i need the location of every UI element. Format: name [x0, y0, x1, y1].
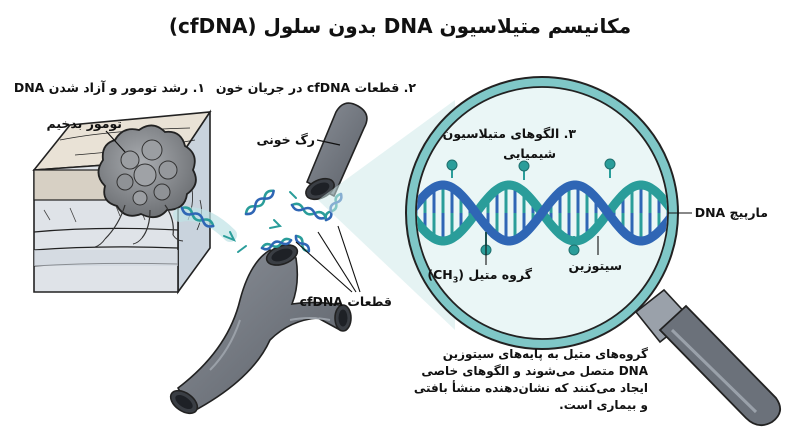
fragments-pointers: [295, 225, 361, 293]
tumor-pointer: [105, 130, 126, 153]
step-1-label: ۱. رشد تومور و آزاد شدن DNA: [13, 80, 205, 95]
tumor-label: تومور بدخیم: [46, 116, 122, 131]
helix-label: مارپیچ DNA: [694, 205, 768, 220]
step-3-label-line2: شیمیایی: [503, 146, 556, 161]
cfdna-fragments: [173, 189, 343, 253]
tumor-icon: [94, 124, 197, 248]
description-line-3: ایجاد می‌کنند که نشان‌دهنده منشأ بافتی: [413, 381, 648, 395]
cytosine-label: سیتوزین: [568, 258, 622, 273]
methyl-group-marker: [604, 158, 616, 170]
description-line-2: DNA متصل می‌شوند و الگوهای خاصی: [421, 364, 648, 378]
vessel-label: رگ خونی: [256, 132, 315, 147]
step-2-label: ۲. قطعات cfDNA در جریان خون: [215, 80, 416, 95]
blood-vessel-icon: [169, 244, 352, 415]
methyl-group-marker: [568, 244, 580, 256]
methyl-group-label: گروه متیل (CH3): [427, 267, 532, 285]
dna-helix-icon: [417, 158, 667, 256]
description-line-4: و بیماری است.: [559, 398, 648, 412]
fragments-label: قطعات cfDNA: [299, 294, 392, 309]
methyl-group-marker: [518, 160, 530, 172]
page-title: مکانیسم متیلاسیون DNA بدون سلول (cfDNA): [168, 14, 632, 38]
description-line-1: گروه‌های متیل به پایه‌های سیتوزین: [442, 347, 648, 361]
description-text: گروه‌های متیل به پایه‌های سیتوزین DNA مت…: [388, 346, 648, 414]
methyl-group-marker: [446, 159, 458, 171]
vessel-pointer: [316, 139, 341, 146]
step-3-label-line1: ۳. الگوهای متیلاسیون: [442, 126, 576, 141]
